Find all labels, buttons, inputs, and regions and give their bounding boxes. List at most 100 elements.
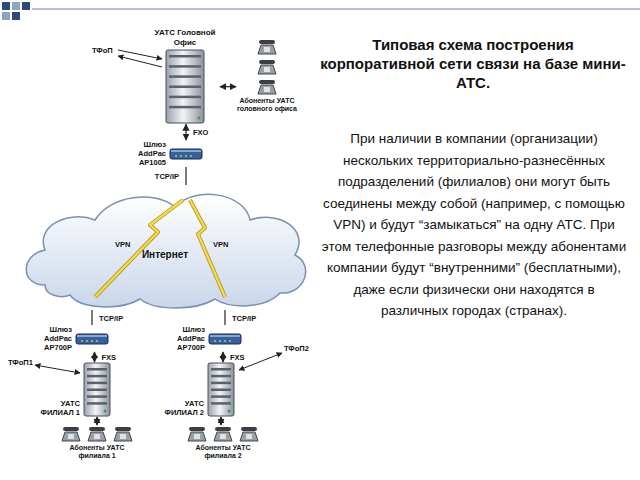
phone-set (256, 38, 278, 95)
body-text: При наличии в компании (организации) нес… (318, 128, 630, 322)
gateway-led (219, 340, 221, 342)
voip-gateway: Шлюз AddPac AP700P (30, 325, 109, 352)
gateway-icon (208, 332, 242, 346)
server-slot (169, 55, 201, 58)
phone-handset (115, 427, 131, 431)
server-led (104, 410, 107, 413)
connector (222, 352, 223, 362)
vpn-bolt (95, 200, 183, 297)
phone-base (114, 432, 132, 441)
phone-base (258, 45, 276, 54)
server-slot (87, 389, 107, 392)
gateway-led (91, 340, 93, 342)
phone-set (60, 425, 134, 442)
connector (91, 310, 92, 325)
server-icon (83, 362, 111, 417)
phone-keypad (220, 434, 226, 439)
deco-line (32, 9, 640, 10)
phone-handset (89, 427, 105, 431)
phone-icon (256, 58, 278, 75)
pbx-server: УАТС ФИЛИАЛ 1 (36, 362, 111, 417)
connector (224, 310, 225, 325)
phone-keypad (246, 434, 252, 439)
server-slot (87, 395, 107, 398)
node-label: Интернет (15, 249, 315, 261)
node-label: УАТС Головной Офис (150, 28, 220, 47)
connector (220, 417, 221, 425)
gateway-icon (169, 147, 203, 161)
deco-square (12, 12, 20, 20)
pbx-server: УАТС Головной Офис (150, 28, 220, 124)
deco-square (2, 2, 10, 10)
gateway-led (185, 155, 187, 157)
server-body (208, 363, 234, 416)
server-slot (211, 368, 231, 371)
node-label: Абоненты УАТС филиала 2 (181, 444, 265, 461)
gateway-led (175, 155, 177, 157)
phone-icon (112, 425, 134, 442)
server-body (166, 50, 204, 123)
node-label: УАТС ФИЛИАЛ 2 (160, 399, 204, 417)
phone-base (258, 85, 276, 94)
edge-label: FXS (229, 353, 246, 362)
phone-group: Абоненты УАТС филиала 2 (181, 425, 265, 461)
gateway-icon (75, 332, 109, 346)
node-label: Шлюз AddPac AP1005 (120, 140, 166, 167)
server-led (198, 117, 201, 120)
voip-gateway: Шлюз AddPac AP1005 (120, 140, 203, 167)
phone-handset (241, 427, 257, 431)
edge-label: FXS (101, 353, 118, 362)
server-body (84, 363, 110, 416)
server-icon (207, 362, 235, 417)
gateway-led (86, 340, 88, 342)
deco-square (22, 2, 30, 10)
phone-handset (63, 427, 79, 431)
node-label: Абоненты УАТС головного офиса (236, 97, 298, 114)
gateway-led (224, 340, 226, 342)
connector (185, 167, 186, 185)
server-slot (169, 65, 201, 68)
pstn-line (118, 56, 162, 67)
pbx-server: УАТС ФИЛИАЛ 2 (160, 362, 235, 417)
phone-handset (215, 427, 231, 431)
server-slot (211, 375, 231, 378)
server-slot (211, 402, 231, 405)
pstn-line (35, 365, 80, 373)
phone-icon (212, 425, 234, 442)
phone-keypad (194, 434, 200, 439)
slide-title: Типовая схема построения корпоративной с… (318, 36, 628, 92)
connector (185, 124, 186, 140)
node-label: УАТС ФИЛИАЛ 1 (36, 399, 80, 417)
vpn-label: VPN (213, 240, 228, 249)
phone-base (88, 432, 106, 441)
server-slot (169, 106, 201, 109)
phone-keypad (264, 87, 270, 92)
server-slot (211, 382, 231, 385)
connector (220, 86, 236, 87)
server-slot (211, 389, 231, 392)
phone-keypad (264, 47, 270, 52)
gateway-body (76, 334, 108, 344)
server-slot (169, 76, 201, 79)
pstn-label: ТФоП1 (8, 358, 33, 367)
phone-icon (60, 425, 82, 442)
edge-label: FXO (192, 128, 209, 137)
gateway-led (96, 340, 98, 342)
server-slot (87, 375, 107, 378)
phone-icon (186, 425, 208, 442)
phone-keypad (94, 434, 100, 439)
phone-base (240, 432, 258, 441)
gateway-led (180, 155, 182, 157)
server-icon (165, 49, 205, 124)
phone-handset (259, 40, 275, 44)
phone-handset (259, 60, 275, 64)
gateway-body (209, 334, 241, 344)
node-label: Шлюз AddPac AP700P (163, 325, 205, 352)
phone-icon (256, 78, 278, 95)
node-label: Шлюз AddPac AP700P (30, 325, 72, 352)
gateway-led (229, 340, 231, 342)
connector (94, 352, 95, 362)
phone-keypad (68, 434, 74, 439)
gateway-top (171, 150, 201, 152)
